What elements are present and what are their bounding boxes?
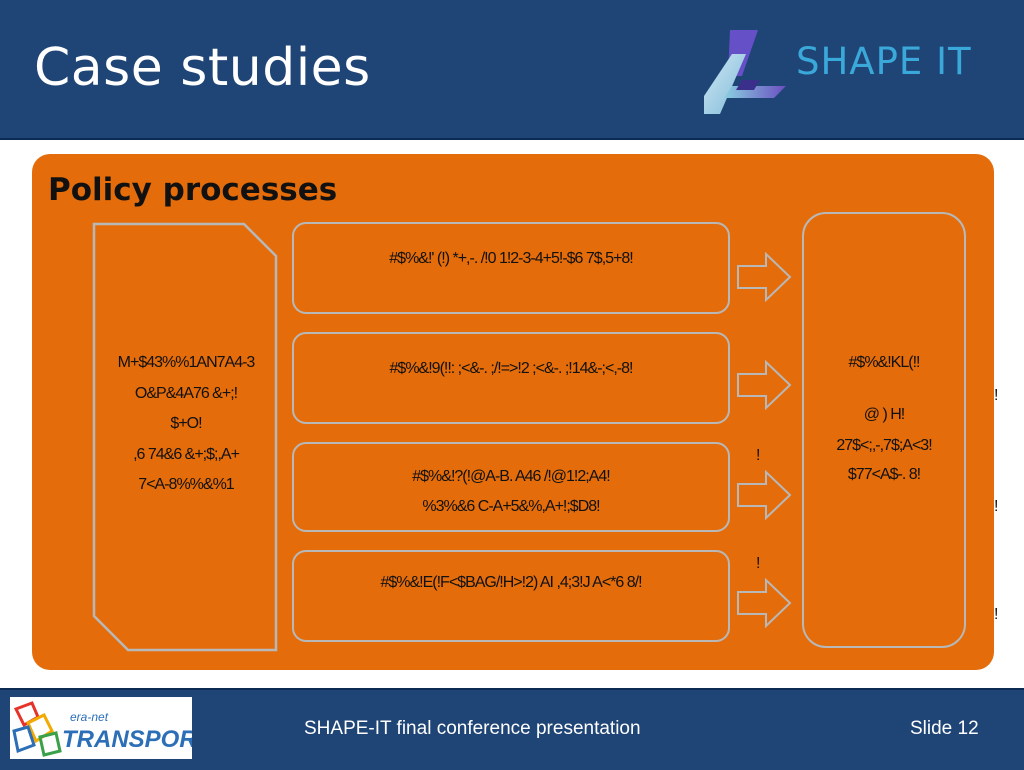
output-box xyxy=(802,212,966,648)
stray-mark: ! xyxy=(994,498,999,515)
output-line: $77<A$-. 8! xyxy=(847,466,921,483)
document-shape-icon xyxy=(92,222,278,652)
process-box: #$%&!?(!@A-B. A46 /!@1!2;A4! %3%&6 C-A+5… xyxy=(292,442,730,532)
arrow-right-icon xyxy=(737,470,792,520)
slide-title: Case studies xyxy=(34,38,371,98)
footer-caption: SHAPE-IT final conference presentation xyxy=(304,718,641,739)
document-line: ,6 74&6 &+;$;,A+ xyxy=(133,445,240,463)
logo-small-text: era-net xyxy=(70,710,109,724)
process-line: #$%&!?(!@A-B. A46 /!@1!2;A4! xyxy=(412,468,610,485)
header-bar xyxy=(0,0,1024,140)
process-line: #$%&!' (!) *+,-. /!0 1!2-3-4+5!-$6 7$,5+… xyxy=(389,250,633,267)
puzzle-logo-icon: era-net TRANSPORT xyxy=(12,701,213,757)
shape-it-logo-icon xyxy=(704,30,786,114)
logo-big-text: TRANSPORT xyxy=(62,726,192,753)
stray-mark: ! xyxy=(994,606,999,623)
logo-text: SHAPE IT xyxy=(796,40,972,83)
output-line: 27$<;,-,7$;A<3! xyxy=(836,437,932,454)
document-line: O&P&4A76 &+;! xyxy=(134,384,238,402)
stray-mark: ! xyxy=(756,447,761,464)
process-box: #$%&!' (!) *+,-. /!0 1!2-3-4+5!-$6 7$,5+… xyxy=(292,222,730,314)
process-line: #$%&!E(!F<$BAG/!H>!2) AI ,4;3!J A<*6 8/! xyxy=(380,574,642,591)
document-text: M+$43%%1AN7A4-3 O&P&4A76 &+;! $+O! ,6 74… xyxy=(100,348,272,501)
stray-mark: ! xyxy=(994,387,999,404)
output-line: #$%&!KL(!! xyxy=(848,354,921,371)
arrow-right-icon xyxy=(737,252,792,302)
document-line: 7<A-8%%&%1 xyxy=(138,476,234,493)
stray-mark: ! xyxy=(756,555,761,572)
document-line: $+O! xyxy=(170,415,202,432)
section-title: Policy processes xyxy=(48,172,338,208)
output-line: @ ) H! xyxy=(863,406,905,423)
slide-number: Slide 12 xyxy=(910,718,979,739)
process-line: #$%&!9(!!: ;<&-. ;/!=>!2 ;<&-. ;!14&-;<,… xyxy=(389,360,634,377)
process-box: #$%&!E(!F<$BAG/!H>!2) AI ,4;3!J A<*6 8/! xyxy=(292,550,730,642)
era-net-transport-logo: era-net TRANSPORT xyxy=(10,697,213,759)
process-line: %3%&6 C-A+5&%,A+!;$D8! xyxy=(422,498,600,515)
process-box: #$%&!9(!!: ;<&-. ;/!=>!2 ;<&-. ;!14&-;<,… xyxy=(292,332,730,424)
arrow-right-icon xyxy=(737,578,792,628)
document-line: M+$43%%1AN7A4-3 xyxy=(117,354,256,371)
arrow-right-icon xyxy=(737,360,792,410)
